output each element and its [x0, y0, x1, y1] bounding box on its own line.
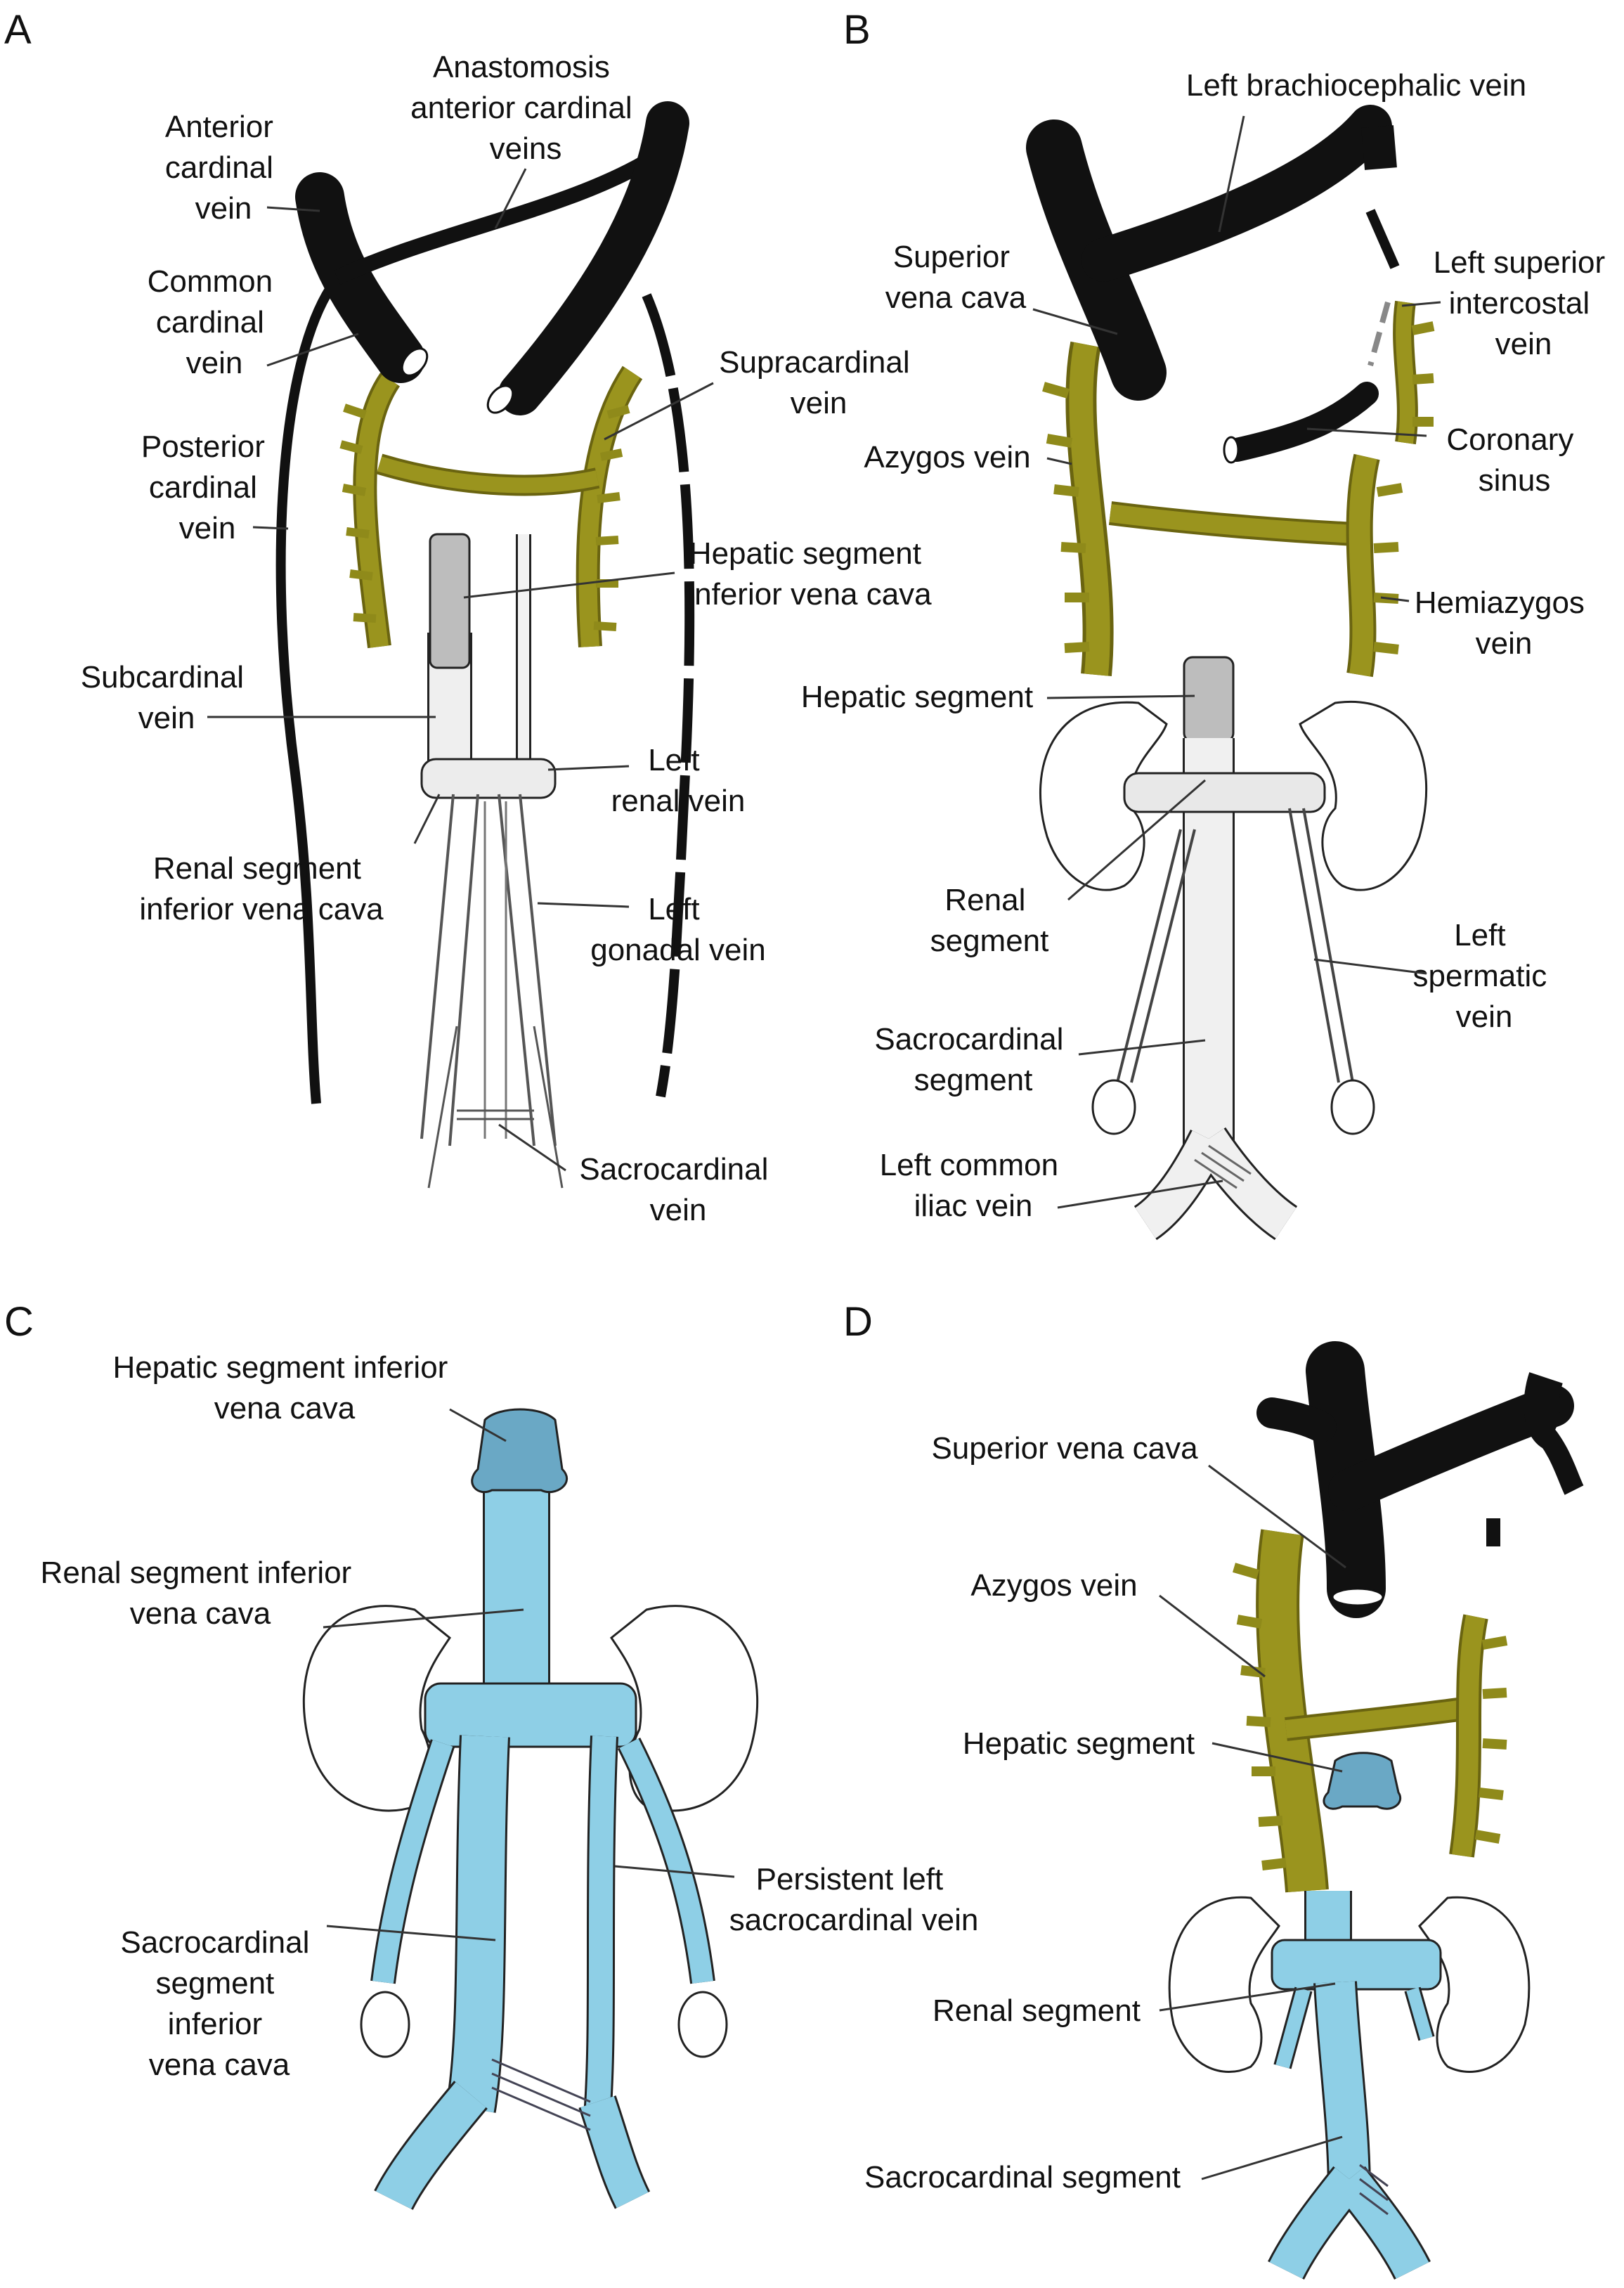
svc-brachiocephalic-b [1026, 105, 1400, 464]
kidneys-d [1168, 1896, 1531, 2073]
label-superior-vena-cava-b: Superior vena cava [885, 240, 1027, 315]
label-common-cardinal-vein: Common cardinal vein [148, 264, 282, 380]
label-superior-vena-cava-d: Superior vena cava [931, 1431, 1198, 1466]
label-hepatic-segment-ivc-a: Hepatic segment inferior vena cava [687, 536, 932, 612]
panel-b: B [801, 7, 1614, 1241]
svc-brachiocephalic-d [1256, 1341, 1584, 1618]
label-left-brachiocephalic-vein: Left brachiocephalic vein [1186, 68, 1526, 103]
label-anastomosis: Anastomosis anterior cardinal veins [410, 50, 641, 166]
panel-a: A [4, 7, 932, 1227]
label-hepatic-segment-d: Hepatic segment [963, 1726, 1195, 1761]
panel-d: D [843, 1299, 1584, 2280]
supracardinal-veins-a [339, 366, 643, 649]
azygos-system-d [1233, 1529, 1508, 1893]
label-hepatic-segment-b: Hepatic segment [801, 680, 1033, 714]
label-sacrocardinal-segment-ivc-c: Sacrocardinal segment inferior vena cava [120, 1925, 318, 2082]
ivc-c [360, 1408, 728, 2211]
label-supracardinal-vein: Supracardinal vein [719, 345, 918, 420]
label-sacrocardinal-segment-b: Sacrocardinal segment [874, 1022, 1072, 1097]
anterior-cardinal-veins-a [295, 101, 689, 415]
label-azygos-vein-b: Azygos vein [864, 440, 1030, 474]
panel-letter-a: A [4, 7, 32, 53]
label-hemiazygos-vein: Hemiazygos vein [1415, 586, 1593, 661]
label-renal-segment-ivc-c: Renal segment inferior vena cava [41, 1556, 360, 1631]
label-sacrocardinal-segment-d: Sacrocardinal segment [864, 2160, 1181, 2195]
label-anterior-cardinal-vein: Anterior cardinal vein [165, 110, 282, 226]
label-renal-segment-d: Renal segment [933, 1993, 1141, 2028]
posterior-cardinal-vein-right [275, 285, 334, 1104]
hepatic-segment-d [1323, 1752, 1402, 1810]
label-left-spermatic-vein: Left spermatic vein [1413, 918, 1556, 1034]
label-sacrocardinal-vein-a: Sacrocardinal vein [579, 1152, 777, 1227]
label-left-renal-vein-a: Left renal vein [611, 743, 746, 818]
label-azygos-vein-d: Azygos vein [970, 1568, 1137, 1603]
label-persistent-left-sacrocardinal-vein: Persistent left sacrocardinal vein [729, 1862, 979, 1937]
posterior-cardinal-vein-left [642, 293, 695, 1098]
label-left-superior-intercostal-vein: Left superior intercostal vein [1434, 245, 1614, 361]
label-left-common-iliac-vein: Left common iliac vein [880, 1148, 1067, 1223]
label-renal-segment-ivc-a: Renal segment inferior vena cava [139, 851, 384, 926]
label-left-gonadal-vein: Left gonadal vein [590, 892, 766, 967]
ivc-d [1268, 1752, 1442, 2280]
hepatic-segment-c [471, 1408, 568, 1494]
label-renal-segment-b: Renal segment [930, 883, 1049, 958]
panel-letter-b: B [843, 7, 871, 53]
panel-c: C He [4, 1299, 979, 2211]
panel-letter-c: C [4, 1299, 34, 1345]
label-subcardinal-vein: Subcardinal vein [81, 660, 253, 735]
panel-letter-d: D [843, 1299, 873, 1345]
label-coronary-sinus: Coronary sinus [1446, 422, 1582, 498]
ivc-b [1091, 656, 1375, 1241]
label-hepatic-segment-ivc-c: Hepatic segment inferior vena cava [112, 1350, 456, 1426]
label-posterior-cardinal-vein: Posterior cardinal vein [141, 429, 273, 545]
hepatic-segment-a [429, 533, 471, 669]
azygos-system-b [1042, 300, 1435, 678]
